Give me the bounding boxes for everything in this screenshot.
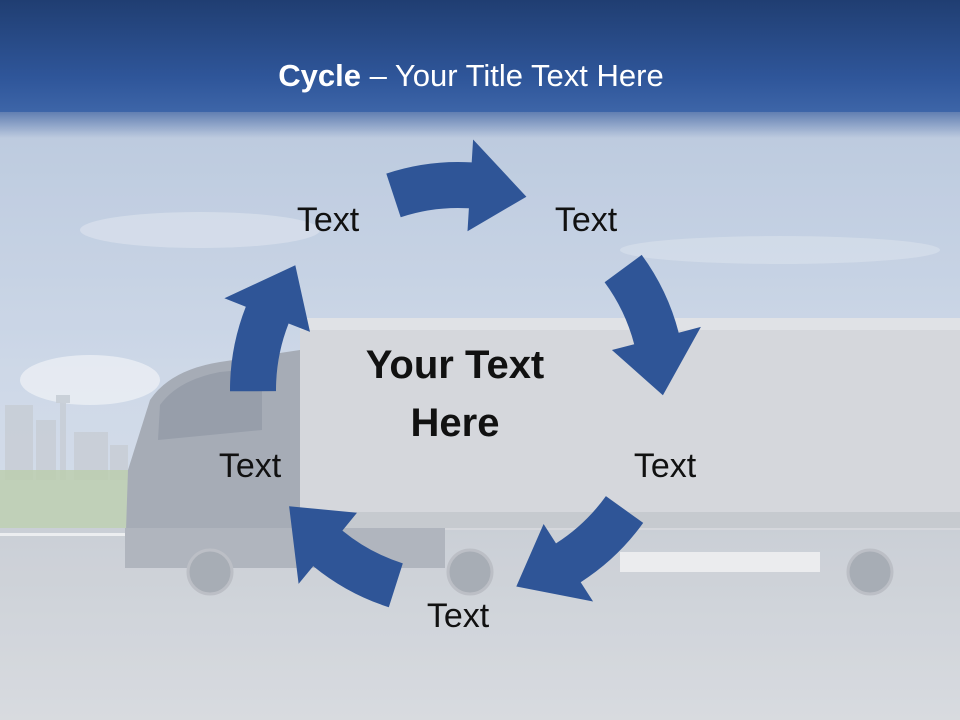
center-text-line: Your Text <box>365 343 545 387</box>
title-bar-fade <box>0 112 960 138</box>
cycle-node-label[interactable]: Text <box>296 201 360 239</box>
slide-title: Cycle – Your Title Text Here <box>0 52 942 100</box>
cycle-node-label[interactable]: Text <box>633 447 697 485</box>
cycle-node-label[interactable]: Text <box>426 597 490 635</box>
cycle-arrow[interactable] <box>604 254 701 396</box>
cycle-arrow[interactable] <box>224 265 310 392</box>
cycle-arrows <box>224 139 701 608</box>
cycle-arrow[interactable] <box>289 506 403 608</box>
center-text-line: Here <box>410 401 500 445</box>
cycle-node-label[interactable]: Text <box>218 447 282 485</box>
center-text: Your Text Here <box>320 336 590 452</box>
slide-title-rest: – Your Title Text Here <box>361 58 664 93</box>
cycle-node-label[interactable]: Text <box>554 201 618 239</box>
cycle-arrow[interactable] <box>386 139 527 232</box>
slide-title-bold: Cycle <box>278 58 361 93</box>
title-bar <box>0 0 960 112</box>
cycle-arrow[interactable] <box>516 496 644 602</box>
